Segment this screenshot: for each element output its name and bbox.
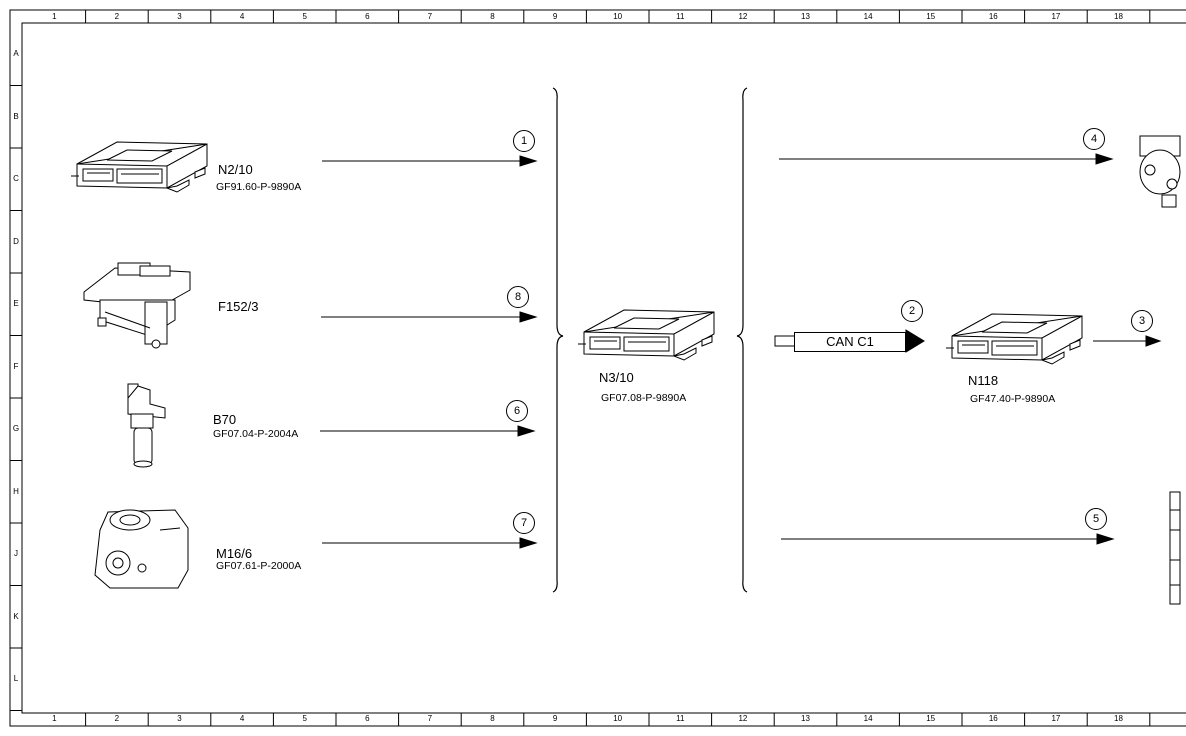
grid-column-label-4-bottom: 4 — [239, 714, 245, 723]
grid-column-label-14-bottom: 14 — [863, 714, 873, 723]
signal-number-5: 5 — [1085, 508, 1107, 530]
f152-3-name: F152/3 — [218, 299, 259, 314]
grid-column-label-11-bottom: 11 — [676, 714, 685, 723]
n2-10-name: N2/10 — [218, 162, 253, 177]
n3-10-name: N3/10 — [599, 370, 634, 385]
n2-10-code: GF91.60-P-9890A — [216, 181, 302, 193]
b70-name: B70 — [213, 412, 237, 427]
grid-column-label-11-top: 11 — [676, 12, 685, 21]
m16-6-code: GF07.61-P-2000A — [216, 560, 302, 572]
grid-column-label-9-top: 9 — [552, 12, 558, 21]
signal-number-8: 8 — [507, 286, 529, 308]
grid-column-label-1-top: 1 — [52, 12, 57, 21]
grid-column-label-8-bottom: 8 — [490, 714, 495, 723]
signal-number-1: 1 — [513, 130, 535, 152]
grid-row-label-L: L — [13, 674, 19, 684]
grid-column-label-16-top: 16 — [988, 12, 998, 21]
grid-row-label-B: B — [13, 111, 19, 121]
grid-column-label-6-top: 6 — [365, 12, 370, 21]
n3-10-module-image — [577, 309, 715, 361]
grid-column-label-10-top: 10 — [613, 12, 623, 21]
b70-sensor-image — [127, 383, 166, 468]
grid-column-label-12-top: 12 — [738, 12, 748, 21]
grid-column-label-5-top: 5 — [302, 12, 307, 21]
grid-column-label-16-bottom: 16 — [988, 714, 998, 723]
n3-10-code: GF07.08-P-9890A — [601, 392, 687, 404]
grid-column-label-4-top: 4 — [239, 12, 245, 21]
grid-column-label-8-top: 8 — [490, 12, 495, 21]
edge-component-bottom — [1169, 491, 1181, 605]
grid-column-label-7-bottom: 7 — [427, 714, 433, 723]
grid-column-label-2-top: 2 — [114, 12, 120, 21]
grid-column-label-1-bottom: 1 — [52, 714, 57, 723]
can-bus-label: CAN C1 — [794, 332, 906, 352]
left-brace — [552, 87, 564, 593]
grid-row-label-G: G — [12, 424, 20, 434]
grid-row-label-E: E — [13, 299, 19, 309]
grid-column-label-18-top: 18 — [1114, 12, 1123, 21]
b70-code: GF07.04-P-2004A — [213, 428, 299, 440]
grid-row-label-F: F — [13, 361, 19, 371]
grid-row-label-C: C — [13, 174, 19, 184]
signal-number-4: 4 — [1083, 128, 1105, 150]
signal-number-6: 6 — [506, 400, 528, 422]
signal-number-7: 7 — [513, 512, 535, 534]
grid-column-label-13-bottom: 13 — [801, 714, 810, 723]
grid-column-label-13-top: 13 — [801, 12, 810, 21]
n118-module-image — [945, 313, 1083, 365]
grid-row-label-H: H — [13, 486, 19, 496]
grid-column-label-6-bottom: 6 — [365, 714, 370, 723]
grid-row-label-J: J — [14, 549, 18, 559]
edge-component-top — [1139, 135, 1181, 208]
grid-column-label-3-top: 3 — [177, 12, 182, 21]
grid-column-label-3-bottom: 3 — [177, 714, 182, 723]
n118-code: GF47.40-P-9890A — [970, 393, 1056, 405]
m16-6-actuator-image — [94, 509, 189, 589]
grid-column-label-14-top: 14 — [863, 12, 873, 21]
n2-10-module-image — [70, 141, 208, 193]
f152-3-image — [83, 262, 191, 349]
grid-column-label-12-bottom: 12 — [738, 714, 748, 723]
grid-column-label-9-bottom: 9 — [552, 714, 558, 723]
signal-number-2: 2 — [901, 300, 923, 322]
grid-column-label-18-bottom: 18 — [1114, 714, 1123, 723]
m16-6-name: M16/6 — [216, 546, 253, 561]
signal-arrows-right — [779, 153, 1162, 545]
n118-name: N118 — [968, 373, 999, 388]
grid-column-label-2-bottom: 2 — [114, 714, 120, 723]
grid-column-label-15-bottom: 15 — [926, 714, 936, 723]
grid-column-label-10-bottom: 10 — [613, 714, 623, 723]
signal-arrows-left — [320, 155, 538, 549]
signal-number-3: 3 — [1131, 310, 1153, 332]
right-brace — [736, 87, 748, 593]
grid-row-label-K: K — [13, 611, 19, 621]
grid-column-label-7-top: 7 — [427, 12, 433, 21]
can-bus-connector — [774, 329, 925, 353]
grid-row-label-D: D — [13, 236, 19, 246]
grid-row-label-A: A — [13, 49, 19, 59]
grid-column-label-15-top: 15 — [926, 12, 936, 21]
grid-column-label-5-bottom: 5 — [302, 714, 307, 723]
grid-column-label-17-top: 17 — [1051, 12, 1061, 21]
grid-column-label-17-bottom: 17 — [1051, 714, 1061, 723]
